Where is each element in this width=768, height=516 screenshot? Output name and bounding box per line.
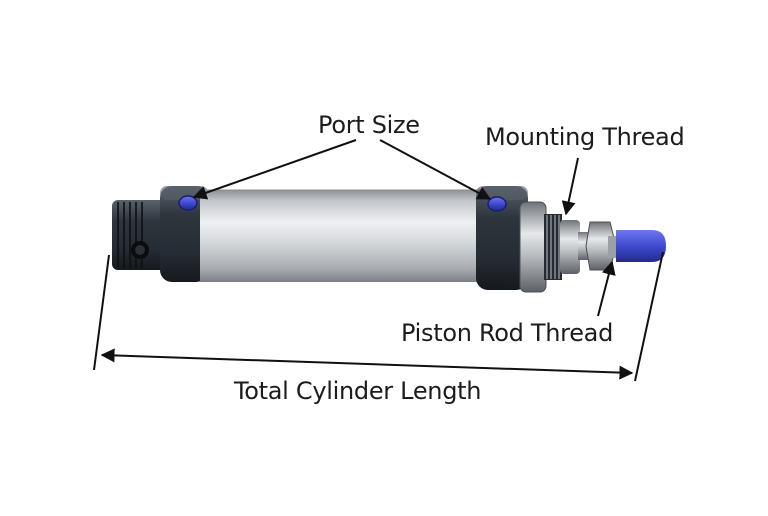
front-port-plug <box>487 196 507 212</box>
port-size-leader-right <box>379 139 492 200</box>
piston-rod-thread-label: Piston Rod Thread <box>401 319 614 347</box>
piston-rod-thread-leader <box>597 260 616 317</box>
rear-port-plug <box>178 195 198 211</box>
left-extension-line <box>93 254 110 371</box>
mounting-thread-nut <box>519 201 580 293</box>
annotation-lines <box>93 139 664 382</box>
cylinder-barrel <box>200 190 484 282</box>
mounting-thread-leader <box>561 157 579 216</box>
total-cylinder-length-label: Total Cylinder Length <box>234 377 482 405</box>
port-size-leader-left <box>192 139 357 200</box>
piston-rod <box>578 221 620 271</box>
right-extension-line <box>634 251 664 382</box>
rear-threaded-stud <box>112 200 174 270</box>
mounting-thread-label: Mounting Thread <box>485 123 685 151</box>
port-size-label: Port Size <box>318 111 420 139</box>
rod-end-cap <box>616 230 666 262</box>
total-length-dimension-line <box>100 348 634 380</box>
